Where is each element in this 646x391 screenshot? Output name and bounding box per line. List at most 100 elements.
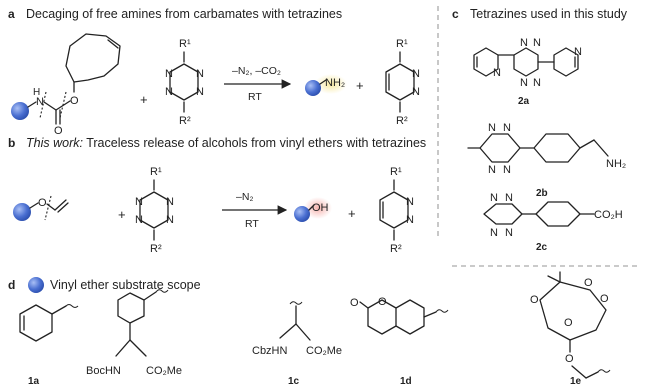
pyr-a-r2: R² <box>396 115 408 127</box>
arrow-b-conditions-bottom: RT <box>245 218 259 230</box>
1c-co2me: CO₂Me <box>306 345 342 357</box>
1c-cbzhn: CbzHN <box>252 345 288 357</box>
panel-d-letter: d <box>8 278 16 292</box>
pyr-a-r1: R¹ <box>396 38 408 50</box>
substrate-1c: CbzHN CO₂Me <box>252 301 342 357</box>
pyr-b-r2: R² <box>390 243 402 255</box>
2c-tz-n3: N <box>490 227 498 239</box>
tetrazine-2c: N N N N CO₂H <box>483 192 623 239</box>
plus-sign-b1: + <box>118 207 126 222</box>
tz-b-n3: N <box>166 196 174 208</box>
arrow-a-conditions-bottom: RT <box>248 91 262 103</box>
alcohol-ball-icon <box>294 206 310 222</box>
product-ball-icon <box>305 80 321 96</box>
2a-tz-n4: N <box>533 77 541 89</box>
panel-b-letter: b <box>8 136 16 150</box>
1e-o4: O <box>564 317 573 329</box>
2a-tz-n3: N <box>520 77 528 89</box>
plus-sign-a2: + <box>356 78 364 93</box>
amine-product: NH₂ <box>305 74 347 96</box>
panel-c-title: Tetrazines used in this study <box>470 7 628 21</box>
2c-tz-n4: N <box>505 227 513 239</box>
label-1a: 1a <box>28 376 40 387</box>
pyridazine-a: R¹ N N R² <box>385 38 420 127</box>
pyridazine-b: R¹ N N R² <box>379 166 414 255</box>
pyr-b-n2: N <box>406 214 414 226</box>
2b-amine-group: NH₂ <box>606 158 626 170</box>
alcohol-product: OH <box>294 197 332 222</box>
1e-o5: O <box>565 353 574 365</box>
tz-b-r2: R² <box>150 243 162 255</box>
1d-ring-o: O <box>378 296 387 308</box>
panel-c-letter: c <box>452 7 459 21</box>
pyr-a-n1: N <box>412 68 420 80</box>
carbamate-h-atom: H <box>33 87 40 98</box>
tz-b-r1: R¹ <box>150 166 162 178</box>
panel-b-title-rest: Traceless release of alcohols from vinyl… <box>86 136 427 150</box>
ether-o: O <box>38 197 47 209</box>
carbamate-ring-o: O <box>70 95 79 107</box>
tetrazine-b: R¹ N N N N R² <box>135 166 174 255</box>
label-2a: 2a <box>518 96 530 107</box>
substrate-1b: BocHN CO₂Me <box>86 289 182 377</box>
1e-o2: O <box>584 277 593 289</box>
pyr-a-n2: N <box>412 86 420 98</box>
panel-b-title: This work: Traceless release of alcohols… <box>26 137 426 150</box>
2c-tz-n2: N <box>505 192 513 204</box>
2b-tz-n3: N <box>488 164 496 176</box>
panel-a-letter: a <box>8 7 15 21</box>
2a-tz-n2: N <box>533 37 541 49</box>
tetrazine-2a: N N N N N N <box>473 37 582 89</box>
vinyl-ball-icon <box>13 203 31 221</box>
tz-a-n1: N <box>165 68 173 80</box>
vinyl-ether-substrate: O <box>13 195 69 221</box>
panel-b-title-italic: This work: <box>26 136 83 150</box>
1e-o3: O <box>600 293 609 305</box>
tz-a-n3: N <box>196 68 204 80</box>
plus-sign-a1: + <box>140 92 148 107</box>
tz-a-r1: R¹ <box>179 38 191 50</box>
substrate-1d: O O <box>350 296 449 335</box>
2c-acid-group: CO₂H <box>594 209 623 221</box>
alcohol-group: OH <box>312 202 329 214</box>
carbamate-n-atom: N <box>36 96 44 108</box>
tetrazine-a: R¹ N N N N R² <box>165 38 204 127</box>
1e-o1: O <box>530 294 539 306</box>
2a-py2-n: N <box>574 46 582 58</box>
tetrazine-2b: N N N N NH₂ <box>467 122 626 176</box>
pyr-b-r1: R¹ <box>390 166 402 178</box>
substrate-ball-icon <box>11 102 29 120</box>
arrow-a-conditions-top: –N₂, –CO₂ <box>232 65 281 77</box>
2b-tz-n2: N <box>503 122 511 134</box>
amine-group: NH₂ <box>325 77 345 89</box>
tz-b-n1: N <box>135 196 143 208</box>
2a-tz-n1: N <box>520 37 528 49</box>
2b-tz-n4: N <box>503 164 511 176</box>
tz-b-n4: N <box>166 214 174 226</box>
tz-b-n2: N <box>135 214 143 226</box>
substrate-1a <box>19 304 79 342</box>
label-1e: 1e <box>570 376 582 387</box>
carbamate-substrate: N H O O <box>11 33 121 137</box>
label-2c: 2c <box>536 242 548 253</box>
scope-ball-icon <box>28 277 44 293</box>
tz-a-r2: R² <box>179 115 191 127</box>
1d-carbonyl-o: O <box>350 297 359 309</box>
label-1c: 1c <box>288 376 300 387</box>
tz-a-n4: N <box>196 86 204 98</box>
arrow-b-conditions-top: –N₂ <box>236 191 254 203</box>
2b-tz-n1: N <box>488 122 496 134</box>
label-2b: 2b <box>536 188 548 199</box>
2a-py1-n: N <box>493 67 501 79</box>
1b-bochn: BocHN <box>86 365 121 377</box>
substrate-1e: O O O O O <box>530 271 611 379</box>
carbamate-keto-o: O <box>54 125 63 137</box>
tz-a-n2: N <box>165 86 173 98</box>
label-1d: 1d <box>400 376 412 387</box>
panel-d-title: Vinyl ether substrate scope <box>50 278 201 292</box>
2c-tz-n1: N <box>490 192 498 204</box>
pyr-b-n1: N <box>406 196 414 208</box>
panel-a-title: Decaging of free amines from carbamates … <box>26 7 343 21</box>
1b-co2me: CO₂Me <box>146 365 182 377</box>
